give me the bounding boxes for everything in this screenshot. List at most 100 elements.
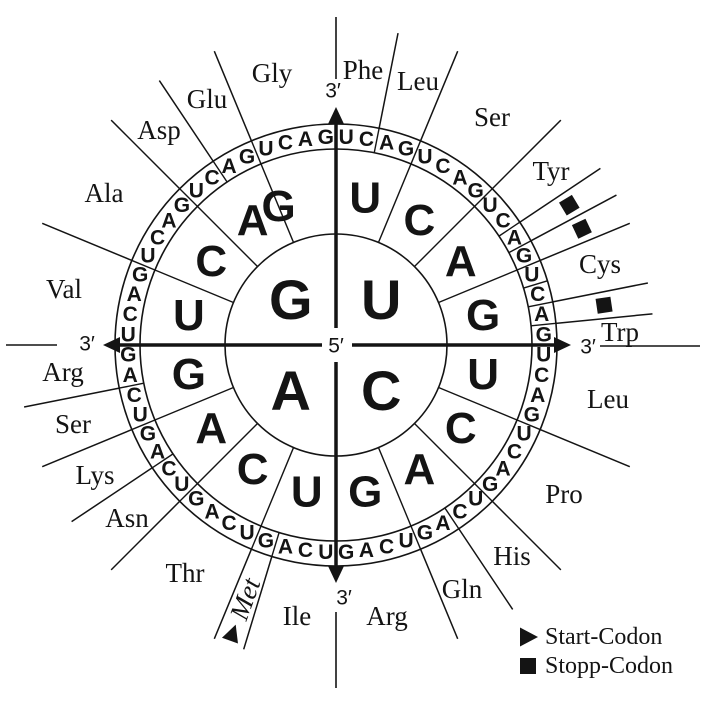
three-prime-label: 3′ (79, 333, 95, 356)
codon-band-divider (119, 382, 144, 389)
third-ring-letter-C: C (435, 155, 450, 178)
third-ring-letter-A: A (127, 283, 142, 306)
third-ring-letter-U: U (398, 529, 413, 552)
stop-codon-marker (571, 218, 592, 239)
amino-acid-sector-line (213, 50, 253, 142)
legend-stop-square-icon (520, 658, 536, 674)
third-ring-letter-U: U (483, 194, 498, 217)
codon-band-divider (250, 525, 262, 550)
axis-arrowhead-up (328, 107, 344, 124)
amino-acid-sector-line (552, 282, 649, 303)
third-ring-letter-U: U (468, 488, 483, 511)
third-ring-letter-U: U (140, 245, 155, 268)
amino-acid-label-gly: Gly (252, 58, 293, 88)
second-ring-letter-U: U (291, 468, 323, 517)
amino-acid-sector-line (110, 500, 181, 571)
third-ring-letter-C: C (495, 210, 510, 233)
amino-acid-label-arg: Arg (42, 357, 84, 387)
second-ring-divider (196, 422, 259, 485)
third-ring-letter-U: U (239, 522, 254, 545)
third-ring-letter-C: C (161, 457, 176, 480)
amino-acid-sector-line (110, 119, 181, 190)
second-ring-letter-G: G (466, 291, 500, 340)
second-ring-divider (413, 205, 476, 268)
codon-band-divider (523, 280, 548, 289)
amino-acid-label-pro: Pro (545, 479, 583, 509)
third-ring-letter-A: A (359, 539, 374, 562)
second-ring-divider (260, 163, 295, 243)
amino-acid-sector-line (71, 467, 153, 523)
amino-acid-sector-line (41, 428, 133, 468)
amino-acid-sector-line (23, 387, 120, 408)
codon-band-divider (516, 259, 541, 271)
third-ring-letter-G: G (318, 126, 334, 149)
amino-acid-sector-line (539, 428, 631, 468)
third-ring-letter-U: U (189, 179, 204, 202)
amino-acid-sector-line (491, 500, 562, 571)
codon-band-divider (212, 160, 228, 183)
amino-acid-label-phe: Phe (343, 55, 384, 85)
codon-band-divider (151, 453, 174, 469)
third-ring-letter-A: A (205, 501, 220, 524)
amino-acid-label-leu: Leu (587, 384, 629, 414)
amino-acid-sector-line (242, 556, 273, 650)
axis-arrowhead-down (328, 566, 344, 583)
third-ring-letter-C: C (123, 303, 138, 326)
third-ring-letter-G: G (524, 404, 540, 427)
third-ring-letter-A: A (123, 364, 138, 387)
third-ring-letter-A: A (379, 132, 394, 155)
third-ring-letter-G: G (120, 344, 136, 367)
third-ring-letter-C: C (507, 440, 522, 463)
third-ring-letter-U: U (516, 422, 531, 445)
codon-band-divider (530, 322, 557, 327)
third-ring-letter-C: C (205, 166, 220, 189)
axis-arrowhead-left (103, 337, 120, 353)
amino-acid-label-ser: Ser (55, 409, 91, 439)
third-ring-letter-G: G (417, 522, 433, 545)
third-ring-letter-C: C (534, 364, 549, 387)
third-ring-letter-C: C (359, 128, 374, 151)
codon-band-divider (474, 483, 493, 502)
third-ring-letter-G: G (536, 323, 552, 346)
codon-band-divider (271, 532, 280, 557)
inner-ring-letter-G: G (269, 268, 313, 331)
third-ring-letter-A: A (278, 535, 293, 558)
amino-acid-sector-line (458, 528, 514, 610)
third-ring-letter-U: U (258, 138, 273, 161)
second-ring-letter-U: U (467, 350, 499, 399)
amino-acid-sector-line (519, 167, 601, 223)
second-ring-letter-G: G (261, 182, 295, 231)
amino-acid-sector-line (158, 80, 214, 162)
third-ring-letter-G: G (132, 263, 148, 286)
third-ring-letter-G: G (468, 179, 484, 202)
second-ring-letter-C: C (195, 237, 227, 286)
second-ring-letter-U: U (173, 291, 205, 340)
amino-acid-sector-line (41, 222, 133, 262)
third-ring-letter-G: G (516, 245, 532, 268)
second-ring-letter-U: U (349, 173, 381, 222)
amino-acid-sector-line (378, 32, 399, 129)
third-ring-letter-U: U (174, 473, 189, 496)
legend-start-triangle-icon (520, 627, 538, 647)
codon-band-divider (474, 188, 493, 207)
third-ring-letter-C: C (150, 227, 165, 250)
second-ring-divider (377, 447, 412, 527)
codon-band-divider (516, 419, 541, 431)
amino-acid-label-tyr: Tyr (532, 156, 569, 186)
five-prime-label: 5′ (328, 335, 344, 358)
third-ring-letter-A: A (452, 166, 467, 189)
inner-ring-letter-U: U (361, 268, 401, 331)
amino-acid-label-val: Val (46, 274, 82, 304)
third-ring-letter-C: C (530, 283, 545, 306)
second-ring-divider (377, 163, 412, 243)
third-ring-letter-G: G (258, 529, 274, 552)
amino-acid-label-met: Met (223, 573, 266, 625)
amino-acid-label-asn: Asn (105, 503, 149, 533)
codon-band-divider (131, 419, 156, 431)
third-ring-letter-U: U (417, 145, 432, 168)
codon-band-divider (131, 259, 156, 271)
third-ring-letter-G: G (398, 138, 414, 161)
amino-acid-label-trp: Trp (601, 317, 639, 347)
start-codon-marker (221, 624, 238, 644)
